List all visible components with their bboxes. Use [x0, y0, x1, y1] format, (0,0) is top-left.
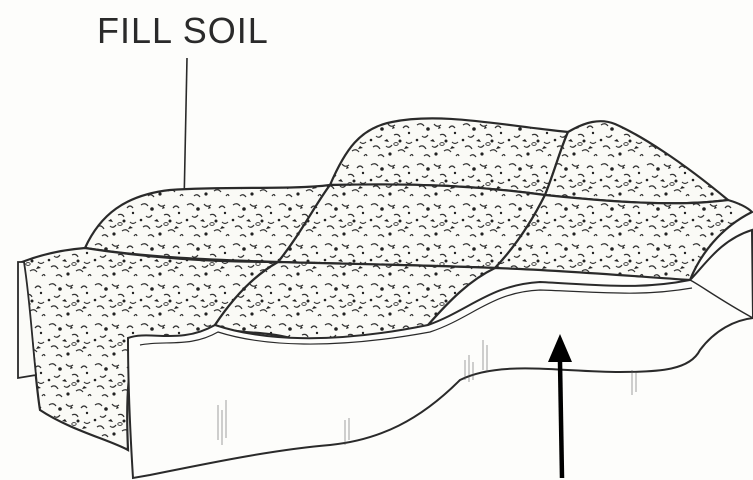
- cell-back-2: [545, 121, 728, 203]
- label-leader-line: [184, 58, 187, 205]
- pointer-arrow: [548, 334, 572, 478]
